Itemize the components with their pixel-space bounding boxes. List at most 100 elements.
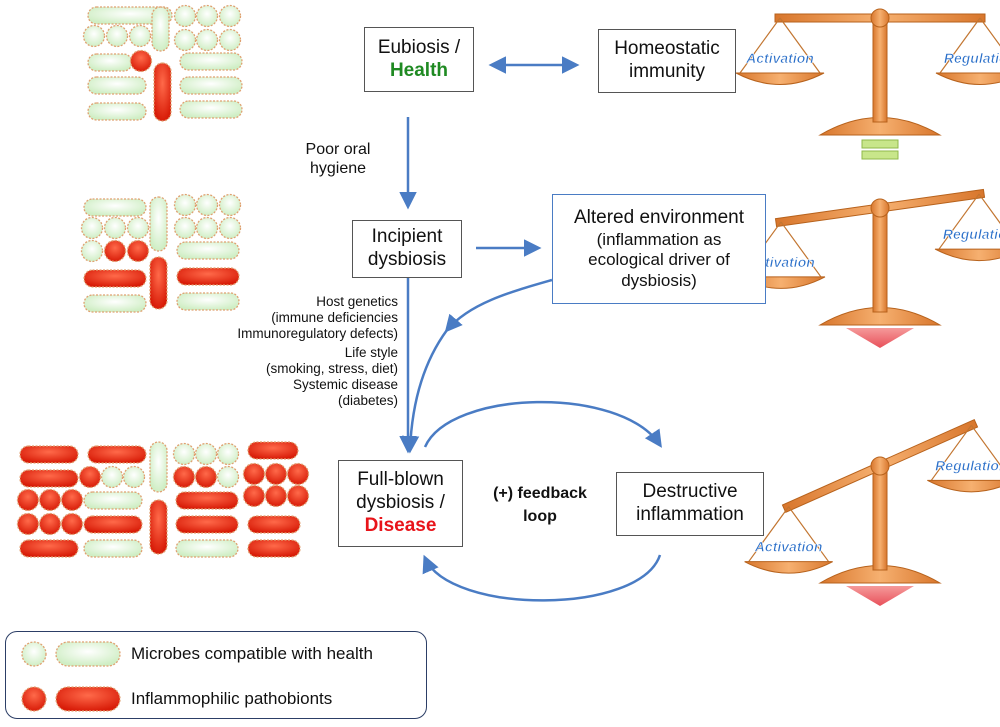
- balance-scale-tilted-mild: ActivationRegulation: [736, 188, 1000, 348]
- health-rod: [87, 53, 133, 72]
- health-coccus: [173, 193, 197, 217]
- risk-factors-label: Host genetics (immune deficiencies Immun…: [237, 294, 398, 409]
- pathobiont-rod: [19, 469, 79, 488]
- health-label: Health: [389, 59, 449, 81]
- pathobiont-rod: [149, 499, 168, 555]
- fullblown-box: Full-blown dysbiosis / Disease: [338, 460, 463, 547]
- health-rod: [179, 100, 243, 119]
- pathobiont-rod: [175, 515, 239, 534]
- incipient-box: Incipient dysbiosis: [352, 220, 462, 278]
- health-coccus: [122, 465, 146, 489]
- health-rod: [83, 198, 147, 217]
- pathobiont-coccus: [103, 239, 127, 263]
- arrow-fullblown-to-destructive: [423, 400, 662, 448]
- health-rod: [176, 292, 240, 311]
- health-coccus: [218, 4, 242, 28]
- health-coccus: [195, 28, 219, 52]
- health-coccus: [173, 28, 197, 52]
- pathobiont-coccus: [126, 239, 150, 263]
- pathobiont-coccus: [129, 49, 153, 73]
- legend-pathobiont-text: Inflammophilic pathobionts: [131, 689, 333, 708]
- health-coccus: [80, 216, 104, 240]
- pathobiont-coccus: [38, 488, 62, 512]
- health-coccus: [218, 193, 242, 217]
- pathobiont-coccus: [264, 484, 288, 508]
- health-coccus: [173, 4, 197, 28]
- balance-scale-tilted-strong: Activation Regulation: [744, 418, 1000, 606]
- pathobiont-coccus: [194, 465, 218, 489]
- health-rod: [149, 196, 168, 252]
- microbe-cluster-disease: [16, 441, 310, 558]
- legend-health-text: Microbes compatible with health: [131, 644, 373, 663]
- arrow-destructive-to-fullblown: [422, 554, 662, 602]
- health-coccus: [195, 4, 219, 28]
- pathobiont-rod: [83, 515, 143, 534]
- health-coccus: [103, 216, 127, 240]
- arrow-host-curve-down: [401, 329, 449, 454]
- microbe-cluster-incipient: [80, 193, 242, 313]
- inflammation-label: inflammation: [636, 504, 744, 525]
- pathobiont-rod: [153, 62, 172, 122]
- activation-label: Activation: [745, 50, 814, 66]
- eubiosis-box: Eubiosis / Health: [364, 27, 474, 92]
- health-rod: [179, 76, 243, 95]
- pathobiont-rod: [87, 445, 147, 464]
- health-rod: [175, 539, 239, 558]
- health-rod: [87, 6, 173, 25]
- health-coccus: [195, 193, 219, 217]
- health-coccus: [195, 216, 219, 240]
- arrow-altered-to-host: [444, 278, 553, 333]
- health-coccus: [194, 442, 218, 466]
- health-coccus: [216, 442, 240, 466]
- feedback-loop-label: (+) feedback loop: [493, 485, 587, 526]
- altered-environment-line2: (inflammation as: [596, 229, 722, 249]
- health-rod: [176, 241, 240, 260]
- health-coccus: [80, 239, 104, 263]
- homeostatic-label: Homeostatic: [614, 38, 720, 60]
- health-rod: [87, 76, 147, 95]
- fullblown-label: Full-blown: [357, 469, 444, 491]
- disease-label: Disease: [364, 514, 437, 536]
- eubiosis-label: Eubiosis /: [377, 36, 461, 58]
- pathobiont-coccus: [242, 484, 266, 508]
- pathobiont-coccus: [264, 462, 288, 486]
- legend-health-icons: [21, 641, 121, 667]
- pathobiont-rod: [19, 539, 79, 558]
- incipient-label: Incipient: [371, 226, 443, 248]
- pathobiont-coccus: [60, 488, 84, 512]
- pathobiont-coccus: [60, 512, 84, 536]
- pathobiont-coccus: [172, 465, 196, 489]
- activation-label: Activation: [754, 539, 823, 555]
- pathobiont-rod: [175, 491, 239, 510]
- legend-pathobiont-icons: [21, 686, 121, 712]
- pathobiont-rod: [247, 515, 301, 534]
- health-coccus: [126, 216, 150, 240]
- health-rod: [87, 102, 147, 121]
- pathobiont-rod: [247, 441, 299, 460]
- pathobiont-coccus: [16, 488, 40, 512]
- pathobiont-rod: [83, 269, 147, 288]
- altered-environment-line4: dysbiosis): [621, 270, 697, 290]
- pathobiont-coccus: [286, 484, 310, 508]
- health-coccus: [172, 442, 196, 466]
- health-coccus: [100, 465, 124, 489]
- pathobiont-coccus: [78, 465, 102, 489]
- health-rod: [83, 294, 147, 313]
- microbe-cluster-health: [82, 4, 243, 122]
- altered-environment-title: Altered environment: [573, 207, 745, 229]
- altered-environment-line3: ecological driver of: [588, 250, 730, 270]
- pathobiont-rod: [149, 256, 168, 310]
- pathobiont-coccus: [38, 512, 62, 536]
- pathobiont-coccus: [286, 462, 310, 486]
- immunity-label: immunity: [628, 61, 705, 82]
- health-coccus: [105, 24, 129, 48]
- pathobiont-rod: [176, 267, 240, 286]
- legend: Microbes compatible with health Inflammo…: [5, 631, 427, 719]
- health-coccus: [216, 465, 240, 489]
- homeostatic-box: Homeostatic immunity: [598, 29, 736, 93]
- destructive-label: Destructive: [642, 481, 738, 503]
- pathobiont-coccus: [16, 512, 40, 536]
- health-coccus: [128, 24, 152, 48]
- regulation-label: Regulation: [935, 457, 1000, 473]
